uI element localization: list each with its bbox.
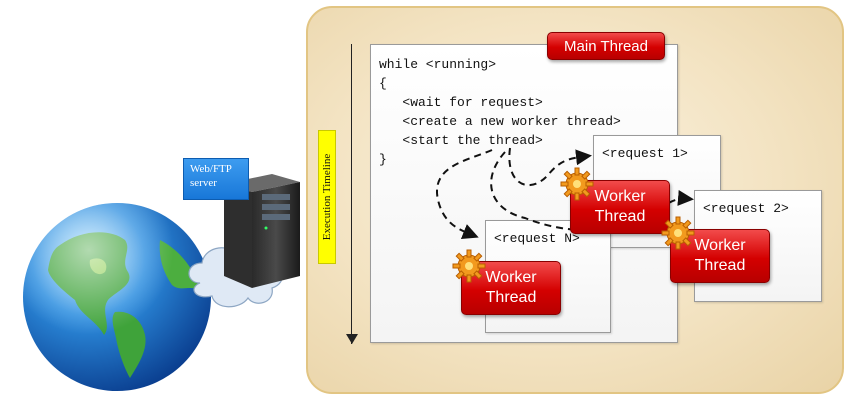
server-icon <box>224 174 300 288</box>
timeline-arrow-line <box>351 44 352 344</box>
main-thread-badge: Main Thread <box>547 32 665 60</box>
request-1-label: <request 1> <box>602 146 688 161</box>
server-label: Web/FTP server <box>183 158 249 200</box>
request-2-label: <request 2> <box>703 201 789 216</box>
gear-icon <box>452 249 486 283</box>
gear-icon <box>560 167 594 201</box>
timeline-label: Execution Timeline <box>318 130 336 264</box>
arrow-to-request-1 <box>508 147 592 186</box>
timeline-arrow-head <box>346 334 358 344</box>
request-n-label: <request N> <box>494 231 580 246</box>
main-thread-code: while <running> { <wait for request> <cr… <box>379 57 621 167</box>
arrow-to-request-n <box>435 149 493 239</box>
gear-icon <box>661 216 695 250</box>
